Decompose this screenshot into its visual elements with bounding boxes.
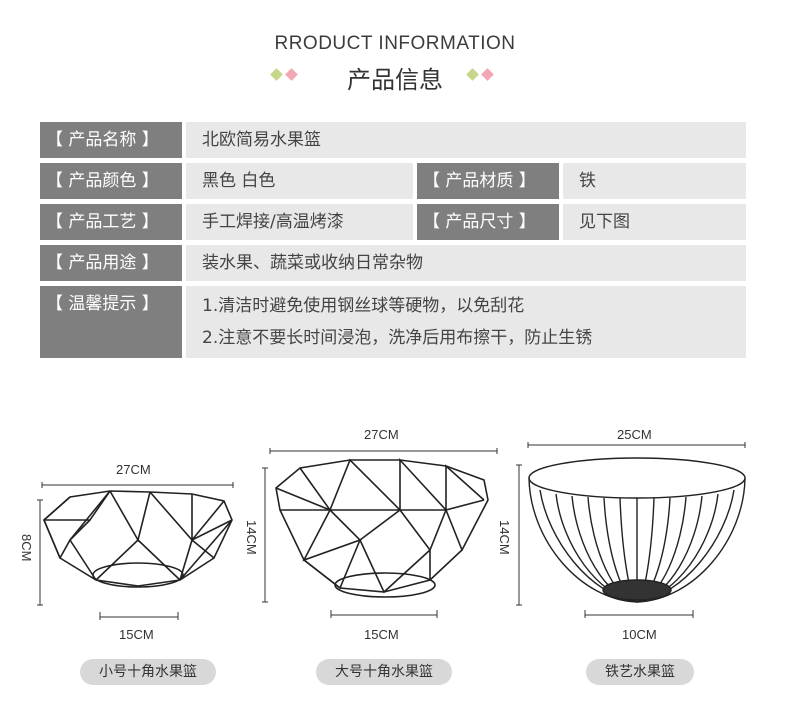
large-basket-caption: 大号十角水果篮 [316,659,452,685]
spec-value: 铁 [563,163,746,199]
spec-label: 【 产品材质 】 [417,163,559,199]
round-basket-caption: 铁艺水果篮 [586,659,694,685]
tip-line: 2.注意不要长时间浸泡，洗净后用布擦干，防止生锈 [202,328,593,348]
small-basket-caption: 小号十角水果篮 [80,659,216,685]
round-height-label: 14CM [497,520,512,555]
tip-line: 1.清洁时避免使用钢丝球等硬物，以免刮花 [202,296,525,316]
spec-label: 【 产品尺寸 】 [417,204,559,240]
small-top-width-label: 27CM [116,462,151,477]
spec-label: 【 产品工艺 】 [40,204,182,240]
chinese-title: 产品信息 [347,66,443,94]
spec-value: 装水果、蔬菜或收纳日常杂物 [186,245,746,281]
small-basket-dimension-lines [37,482,234,620]
small-height-label: 8CM [19,534,34,562]
round-basket-drawing [528,457,746,603]
spec-row-name: 【 产品名称 】 北欧简易水果篮 [40,122,746,158]
large-top-width-label: 27CM [364,427,399,442]
spec-label: 【 产品名称 】 [40,122,182,158]
small-basket-drawing [43,490,233,588]
spec-row-color-material: 【 产品颜色 】 黑色 白色 【 产品材质 】 铁 [40,163,746,199]
spec-row-use: 【 产品用途 】 装水果、蔬菜或收纳日常杂物 [40,245,746,281]
large-basket-drawing [275,457,489,598]
spec-label: 【 产品颜色 】 [40,163,182,199]
large-bottom-width-label: 15CM [364,627,399,642]
large-height-label: 14CM [244,520,259,555]
spec-value: 黑色 白色 [186,163,413,199]
spec-table: 【 产品名称 】 北欧简易水果篮 【 产品颜色 】 黑色 白色 【 产品材质 】… [40,122,746,358]
spec-row-tips: 【 温馨提示 】 1.清洁时避免使用钢丝球等硬物，以免刮花 2.注意不要长时间浸… [40,286,746,358]
spec-row-craft-size: 【 产品工艺 】 手工焊接/高温烤漆 【 产品尺寸 】 见下图 [40,204,746,240]
large-basket-dimension-lines [262,448,498,618]
spec-value: 北欧简易水果篮 [186,122,746,158]
round-top-width-label: 25CM [617,427,652,442]
round-basket-dimension-lines [516,442,746,618]
spec-label: 【 产品用途 】 [40,245,182,281]
spec-value: 见下图 [563,204,746,240]
spec-value: 手工焊接/高温烤漆 [186,204,413,240]
tips-value: 1.清洁时避免使用钢丝球等硬物，以免刮花 2.注意不要长时间浸泡，洗净后用布擦干… [186,286,746,358]
round-bottom-width-label: 10CM [622,627,657,642]
spec-label: 【 温馨提示 】 [40,286,182,358]
english-title: RRODUCT INFORMATION [274,33,516,54]
small-bottom-width-label: 15CM [119,627,154,642]
